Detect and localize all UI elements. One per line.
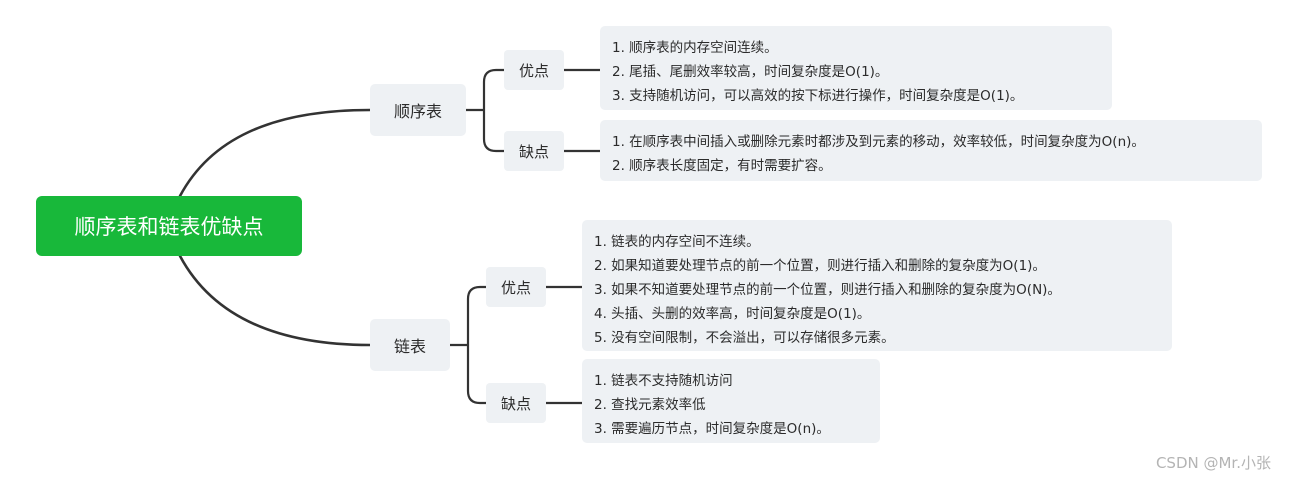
note-line: 2. 查找元素效率低 (594, 397, 706, 413)
link-linkedlist-children (450, 285, 486, 405)
note-line: 3. 支持随机访问，可以高效的按下标进行操作，时间复杂度是O(1)。 (612, 88, 1024, 104)
note-line: 1. 链表的内存空间不连续。 (594, 234, 760, 250)
link-root-seqlist (178, 108, 372, 198)
note-line: 2. 尾插、尾删效率较高，时间复杂度是O(1)。 (612, 64, 889, 80)
note-line: 3. 需要遍历节点，时间复杂度是O(n)。 (594, 421, 830, 437)
note-line: 2. 顺序表长度固定，有时需要扩容。 (612, 158, 832, 174)
seqlist-pros-node[interactable]: 优点 (504, 50, 564, 90)
note-line: 4. 头插、头删的效率高，时间复杂度是O(1)。 (594, 306, 871, 322)
link-seqlist-children (466, 68, 504, 153)
note-line: 1. 链表不支持随机访问 (594, 373, 733, 389)
root-topic[interactable]: 顺序表和链表优缺点 (36, 196, 302, 256)
link-root-linkedlist (178, 254, 372, 347)
linkedlist-pros-node[interactable]: 优点 (486, 267, 546, 307)
linkedlist-cons-node[interactable]: 缺点 (486, 383, 546, 423)
note-line: 5. 没有空间限制，不会溢出，可以存储很多元素。 (594, 330, 895, 346)
branch-linkedlist[interactable]: 链表 (370, 319, 450, 371)
seqlist-cons-note[interactable]: 1. 在顺序表中间插入或删除元素时都涉及到元素的移动，效率较低，时间复杂度为O(… (600, 120, 1262, 181)
note-line: 3. 如果不知道要处理节点的前一个位置，则进行插入和删除的复杂度为O(N)。 (594, 282, 1061, 298)
linkedlist-pros-note[interactable]: 1. 链表的内存空间不连续。 2. 如果知道要处理节点的前一个位置，则进行插入和… (582, 220, 1172, 351)
seqlist-pros-note[interactable]: 1. 顺序表的内存空间连续。 2. 尾插、尾删效率较高，时间复杂度是O(1)。 … (600, 26, 1112, 110)
note-line: 1. 顺序表的内存空间连续。 (612, 40, 778, 56)
note-line: 2. 如果知道要处理节点的前一个位置，则进行插入和删除的复杂度为O(1)。 (594, 258, 1046, 274)
branch-seqlist[interactable]: 顺序表 (370, 84, 466, 136)
seqlist-cons-node[interactable]: 缺点 (504, 131, 564, 171)
note-line: 1. 在顺序表中间插入或删除元素时都涉及到元素的移动，效率较低，时间复杂度为O(… (612, 134, 1145, 150)
linkedlist-cons-note[interactable]: 1. 链表不支持随机访问 2. 查找元素效率低 3. 需要遍历节点，时间复杂度是… (582, 359, 880, 443)
watermark: CSDN @Mr.小张 (1155, 454, 1271, 472)
